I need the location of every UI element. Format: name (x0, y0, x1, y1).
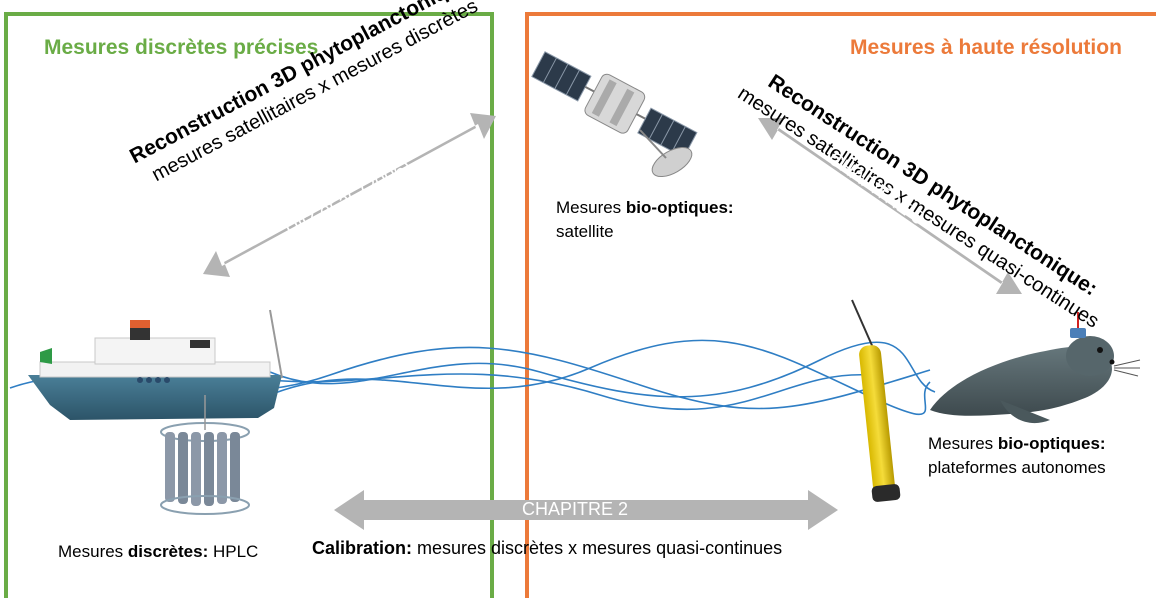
satellite-caption: Mesures bio-optiques: satellite (556, 196, 734, 244)
discrete-measurements-frame (4, 12, 494, 598)
research-ship-icon (28, 309, 283, 420)
profiling-float-icon (851, 299, 901, 502)
right-section-title: Mesures à haute résolution (850, 36, 1122, 59)
satellite-icon (531, 51, 698, 178)
autonomous-caption-prefix: Mesures (928, 434, 998, 453)
bottom-double-arrow (334, 490, 838, 530)
hplc-caption: Mesures discrètes: HPLC (58, 540, 258, 564)
satellite-caption-line2: satellite (556, 222, 614, 241)
autonomous-caption: Mesures bio-optiques: plateformes autono… (928, 432, 1106, 480)
autonomous-caption-line2: plateformes autonomes (928, 458, 1106, 477)
calibration-text: mesures discrètes x mesures quasi-contin… (412, 538, 783, 558)
calibration-caption: Calibration: mesures discrètes x mesures… (312, 536, 782, 560)
tagged-seal-icon (930, 312, 1141, 424)
right-double-arrow (758, 118, 1022, 294)
left-section-title: Mesures discrètes précises (44, 36, 319, 59)
satellite-caption-bold: bio-optiques: (625, 198, 734, 217)
calibration-label: Calibration: (312, 538, 413, 558)
satellite-caption-prefix: Mesures (556, 198, 626, 217)
hplc-caption-prefix: Mesures (58, 542, 128, 561)
high-resolution-frame (525, 12, 1156, 598)
hplc-caption-suffix: HPLC (208, 542, 259, 561)
left-double-arrow (203, 113, 496, 277)
autonomous-caption-bold: bio-optiques: (997, 434, 1106, 453)
bottom-arrow-label: CHAPITRE 2 (522, 499, 629, 519)
hplc-caption-bold: discrètes: (127, 542, 209, 561)
rosette-sampler-icon (160, 395, 250, 515)
